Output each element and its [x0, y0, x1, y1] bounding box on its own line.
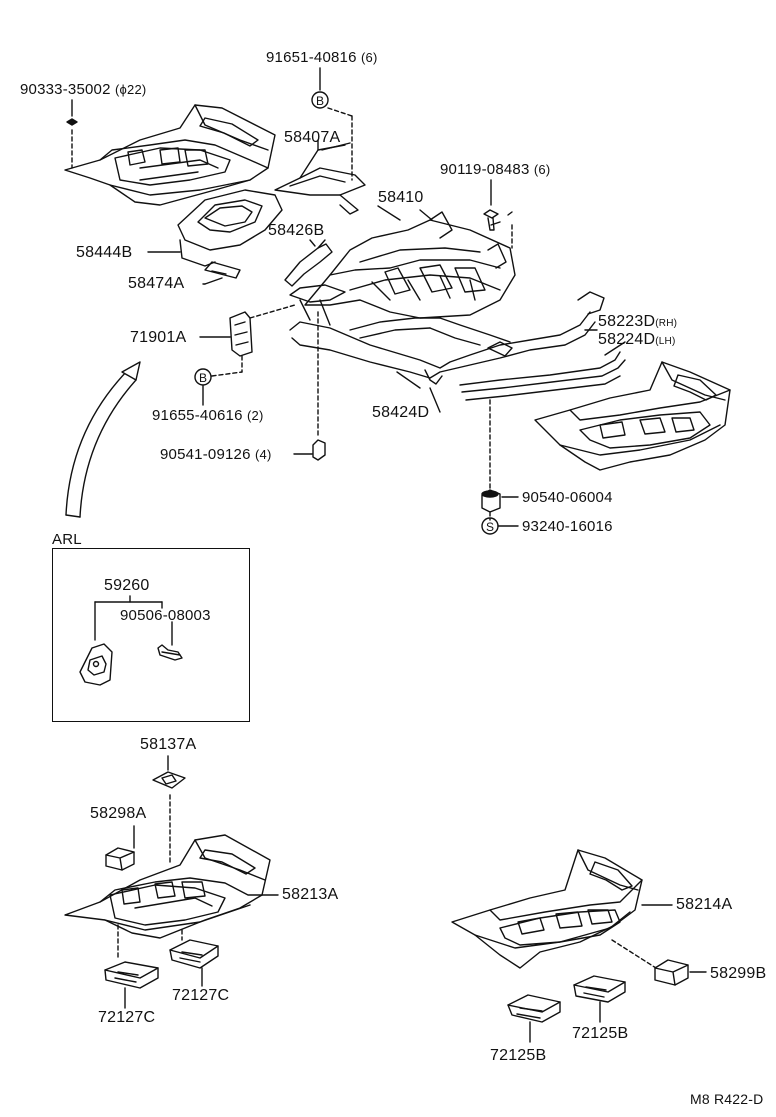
- arl-inset-parts: [79, 595, 183, 686]
- label-91655-part: 91655-40616: [152, 407, 243, 424]
- label-58223D-part: 58223D: [598, 313, 656, 330]
- label-58214A: 58214A: [676, 896, 733, 913]
- label-90119-part: 90119-08483: [440, 161, 530, 178]
- nut-90541: [293, 311, 326, 461]
- pad-72127C-right: [169, 939, 219, 987]
- grommet-90333: [66, 99, 78, 169]
- crossmember-58424D: [289, 284, 605, 389]
- clip-58137A: [152, 755, 186, 863]
- bolt-91651-callout: [319, 67, 353, 181]
- label-71901A: 71901A: [130, 329, 187, 346]
- curved-arrow: [65, 361, 141, 518]
- label-72127C-right: 72127C: [172, 987, 230, 1004]
- rear-floor-panel-right-upper: [534, 361, 731, 471]
- clip-58474A: [204, 261, 241, 285]
- stud-s-letter: S: [486, 520, 494, 534]
- rear-floor-pan-58410: [304, 209, 516, 319]
- label-72125B-right: 72125B: [572, 1025, 629, 1042]
- arl-inset-box: [52, 548, 250, 722]
- label-58407A: 58407A: [284, 129, 341, 146]
- label-90333: 90333-35002 (ϕ22): [20, 82, 146, 97]
- label-72125B-left: 72125B: [490, 1047, 547, 1064]
- pad-58299B: [654, 959, 707, 986]
- label-58213A: 58213A: [282, 886, 339, 903]
- label-58223D-side: (RH): [655, 318, 678, 329]
- side-rail-58223D-58224D: [459, 341, 626, 401]
- label-72127C-left: 72127C: [98, 1009, 156, 1026]
- label-58298A: 58298A: [90, 805, 147, 822]
- label-58224D-part: 58224D: [598, 331, 656, 348]
- label-91655-qty: (2): [247, 408, 264, 423]
- label-91651-qty: (6): [361, 50, 378, 65]
- floor-panel-58214A: [451, 849, 673, 969]
- label-59260: 59260: [104, 577, 150, 594]
- label-58424D: 58424D: [372, 404, 430, 421]
- label-90541-qty: (4): [255, 447, 272, 462]
- label-91651: 91651-40816 (6): [266, 50, 378, 65]
- bracket-71901A: [199, 304, 296, 406]
- leader-lines: [202, 142, 598, 413]
- label-93240: 93240-16016: [522, 518, 613, 535]
- label-58474A: 58474A: [128, 275, 185, 292]
- label-90541: 90541-09126 (4): [160, 447, 272, 462]
- pad-72127C-left: [104, 961, 159, 1009]
- bolt-b-circle-top: B: [311, 91, 329, 109]
- label-58299B: 58299B: [710, 965, 767, 982]
- label-90506: 90506-08003: [120, 607, 211, 624]
- bolt-90119: [483, 179, 513, 249]
- label-90541-part: 90541-09126: [160, 446, 251, 463]
- front-floor-panel-upper: [64, 104, 276, 206]
- stud-s-circle: S: [481, 517, 499, 535]
- bolt-b-letter-lower: B: [199, 371, 207, 385]
- bushing-90540: [481, 399, 519, 527]
- pad-58298A: [105, 825, 135, 871]
- label-90333-qty: (ϕ22): [115, 82, 147, 97]
- label-58426B: 58426B: [268, 222, 325, 239]
- label-90333-part: 90333-35002: [20, 81, 111, 98]
- label-58223D: 58223D(RH): [598, 314, 677, 332]
- label-91651-part: 91651-40816: [266, 49, 357, 66]
- footer-code: M8 R422-D: [690, 1091, 764, 1107]
- label-58444B: 58444B: [76, 244, 133, 261]
- label-58224D: 58224D(LH): [598, 332, 676, 350]
- label-58410: 58410: [378, 189, 424, 206]
- label-90119-qty: (6): [533, 162, 551, 177]
- tray-58444B: [147, 189, 283, 267]
- pad-72125B-right: [573, 975, 626, 1023]
- bolt-b-letter-top: B: [316, 94, 324, 108]
- bolt-b-circle-lower: B: [194, 368, 212, 386]
- label-90540: 90540-06004: [522, 489, 613, 506]
- label-58224D-side: (LH): [655, 336, 676, 347]
- floor-panel-58213A: [64, 834, 279, 961]
- label-58137A: 58137A: [140, 736, 197, 753]
- pad-72125B-left: [507, 994, 561, 1043]
- label-90119: 90119-08483 (6): [440, 162, 550, 177]
- arl-inset-title: ARL: [52, 531, 82, 548]
- label-91655: 91655-40616 (2): [152, 408, 264, 423]
- strip-58426B: [284, 239, 333, 287]
